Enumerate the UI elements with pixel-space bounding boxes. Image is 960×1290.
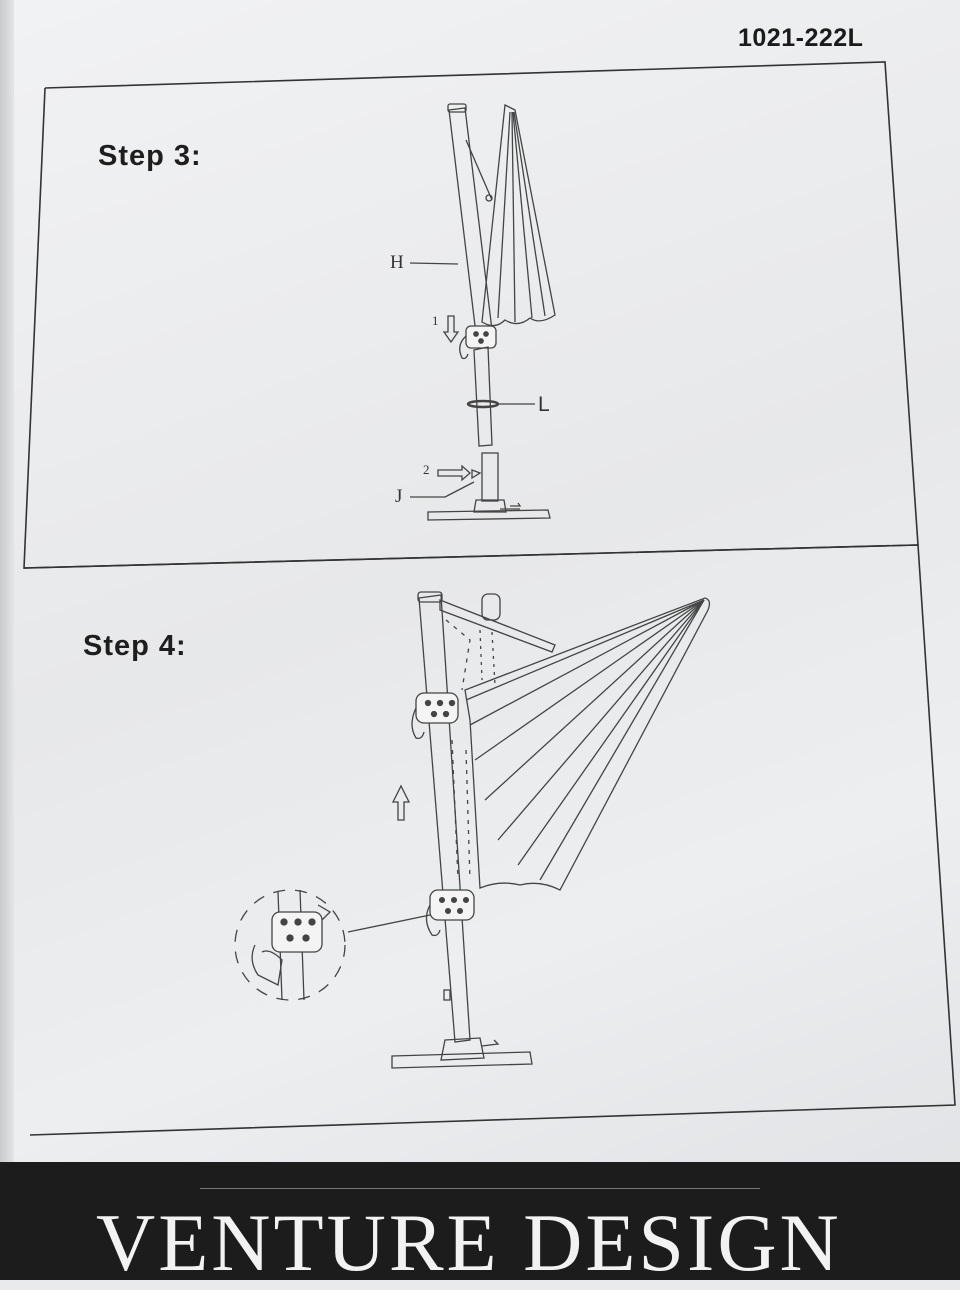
arrow-right-2 [437,464,471,482]
base-post [481,452,499,502]
top-arm [439,599,556,653]
main-pole [418,594,471,1043]
folded-canopy [481,103,556,327]
step4-frame [23,544,956,1136]
callout-j: J [395,486,403,507]
open-canopy [464,597,711,891]
step4-title: Step 4: [83,630,187,662]
callout-h: H [390,252,404,273]
base-plate [427,509,551,521]
callout-arrow-1: 1 [432,313,439,328]
base-weight [440,1037,485,1061]
lower-hub [429,889,475,921]
arrow-down-1 [442,315,460,344]
callout-arrow-2: 2 [423,462,430,477]
step3-title: Step 3: [98,140,202,172]
model-number: 1021-222L [738,24,864,52]
footer-rule [200,1188,760,1189]
arrow-up [391,784,411,821]
upper-hub [415,692,459,724]
footer-band [0,1162,960,1280]
brand-logo-text: VENTURE DESIGN [96,1197,842,1288]
page-curl-shadow [0,0,14,1180]
lower-pole [473,346,493,447]
detail-zoom-circle [234,889,346,1001]
base-plate-large [391,1051,533,1069]
hand-sketch [251,944,283,986]
callout-l: L [538,393,550,416]
